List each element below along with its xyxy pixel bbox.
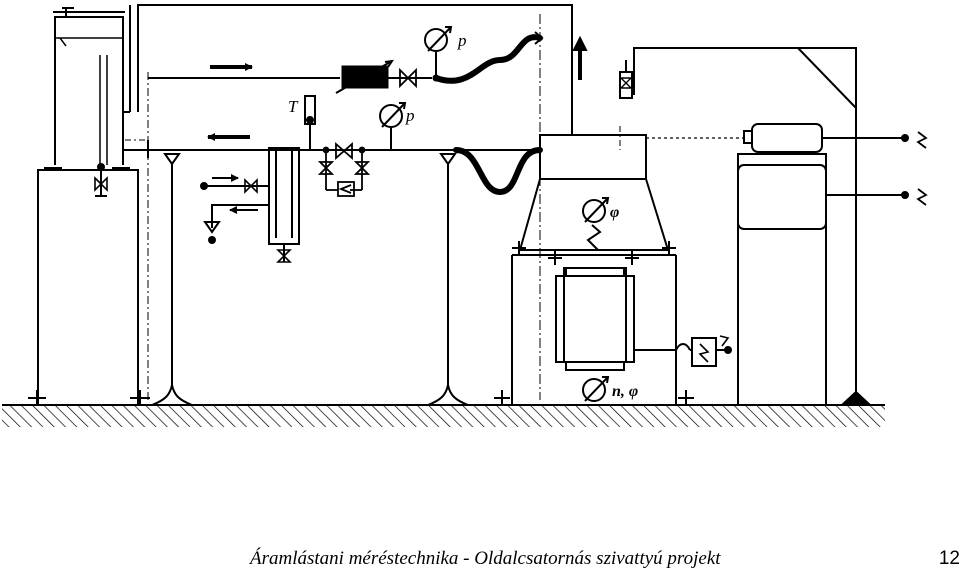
motor-connector: [691, 335, 732, 367]
pressure-label-top: p: [457, 31, 467, 50]
temperature-label: T: [288, 97, 299, 116]
pressure-label-mid: p: [405, 106, 415, 125]
pipe-supports: [151, 153, 469, 406]
page-number: 12: [938, 548, 960, 569]
pressure-gauge-top: [424, 26, 453, 52]
floor-hatch: [2, 404, 885, 427]
thermometer: [304, 95, 316, 150]
motor: [555, 267, 692, 371]
footer-title: Áramlástani méréstechnika - Oldalcsatorn…: [250, 548, 721, 569]
flexible-hose-lower: [453, 147, 543, 196]
angle-sensor: [582, 197, 610, 251]
supply-pipe: [147, 31, 544, 400]
control-cabinet: [646, 123, 928, 406]
speed-angle-sensor: [582, 376, 610, 402]
pressure-gauge-mid: [379, 102, 407, 150]
return-valves: [317, 142, 371, 197]
right-frame: [572, 35, 873, 406]
tank-assembly: [28, 5, 150, 406]
flow-meter: [200, 147, 300, 263]
top-frame: [137, 4, 573, 400]
return-pipe: [123, 133, 540, 158]
speed-angle-label: n, φ: [612, 383, 638, 400]
angle-label: φ: [610, 204, 619, 221]
pump-housing: [494, 126, 694, 406]
